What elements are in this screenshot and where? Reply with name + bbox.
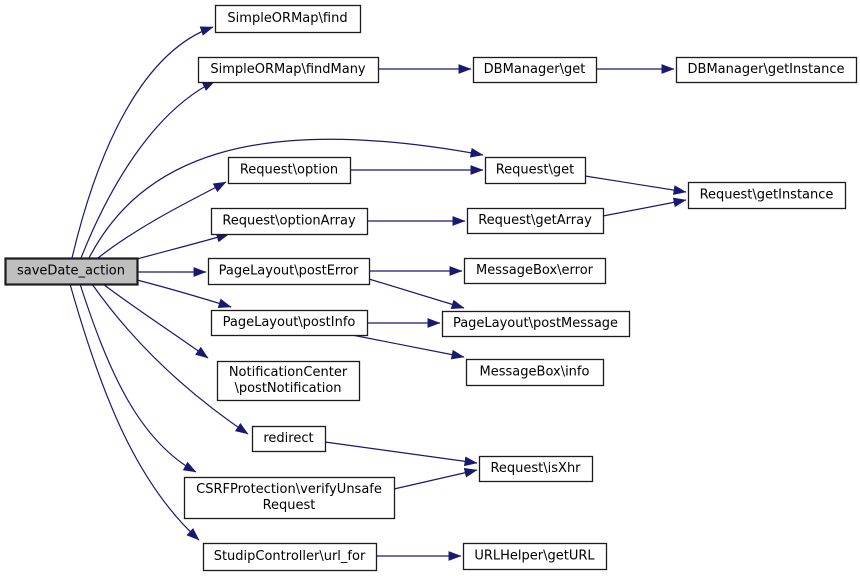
- node-Request_option[interactable]: Request\option: [227, 156, 352, 185]
- node-label: Request\isXhr: [490, 461, 581, 476]
- node-box: [216, 360, 361, 402]
- edge-CSRFProtection_verifyUnsafeRequest-to-Request_isXhr: [393, 468, 478, 490]
- node-box: [465, 358, 605, 387]
- node-DBManager_getInstance[interactable]: DBManager\getInstance: [675, 56, 858, 84]
- node-NotificationCenter_postNotification[interactable]: NotificationCenter\postNotification: [216, 360, 361, 402]
- edge-saveDate_action-to-CSRFProtection_verifyUnsafeRequest: [79, 283, 197, 473]
- node-SimpleORMap_find[interactable]: SimpleORMap\find: [214, 4, 362, 34]
- node-Request_optionArray[interactable]: Request\optionArray: [210, 207, 369, 236]
- edge-Request_getArray-to-Request_getInstance: [602, 197, 687, 217]
- node-StudipController_url_for[interactable]: StudipController\url_for: [202, 542, 378, 572]
- node-box: [210, 309, 369, 337]
- node-box: [214, 4, 362, 34]
- node-box: [441, 310, 631, 338]
- node-label: \postNotification: [234, 381, 341, 396]
- node-box-highlighted: [4, 257, 139, 286]
- node-box: [472, 56, 598, 84]
- node-label: Request\getInstance: [700, 188, 834, 203]
- node-MessageBox_error[interactable]: MessageBox\error: [463, 257, 607, 285]
- node-label: saveDate_action: [17, 264, 125, 279]
- node-box: [197, 56, 380, 84]
- edge-saveDate_action-to-redirect: [91, 283, 249, 435]
- node-Request_get[interactable]: Request\get: [484, 156, 587, 185]
- node-box: [202, 542, 378, 572]
- node-label: DBManager\getInstance: [688, 62, 845, 77]
- node-SimpleORMap_findMany[interactable]: SimpleORMap\findMany: [197, 56, 380, 84]
- edge-Request_get-to-Request_getInstance: [584, 175, 687, 195]
- node-label: NotificationCenter: [229, 365, 348, 380]
- node-box: [462, 542, 608, 571]
- edge-saveDate_action-to-SimpleORMap_find: [71, 26, 214, 259]
- node-label: URLHelper\getURL: [474, 549, 595, 564]
- nodes-layer: saveDate_action SimpleORMap\findSimpleORM…: [4, 4, 858, 572]
- node-box: [210, 207, 369, 236]
- node-redirect[interactable]: redirect: [251, 425, 327, 453]
- node-box: [463, 257, 607, 285]
- node-label: CSRFProtection\verifyUnsafe: [196, 482, 382, 497]
- node-label: DBManager\get: [484, 62, 586, 77]
- node-label: Request\get: [496, 163, 575, 178]
- edge-saveDate_action-to-Request_optionArray: [136, 232, 230, 260]
- node-label: Request\optionArray: [222, 214, 356, 229]
- node-saveDate_action[interactable]: saveDate_action: [4, 257, 139, 286]
- node-MessageBox_info[interactable]: MessageBox\info: [465, 358, 605, 387]
- node-label: PageLayout\postInfo: [223, 315, 356, 330]
- node-PageLayout_postInfo[interactable]: PageLayout\postInfo: [210, 309, 369, 337]
- node-box: [466, 207, 605, 235]
- edges-layer: [69, 26, 687, 561]
- node-DBManager_get[interactable]: DBManager\get: [472, 56, 598, 84]
- node-box: [478, 455, 594, 483]
- edge-PageLayout_postError-to-PageLayout_postMessage: [368, 278, 465, 310]
- node-PageLayout_postError[interactable]: PageLayout\postError: [207, 257, 371, 286]
- node-Request_getArray[interactable]: Request\getArray: [466, 207, 605, 235]
- node-label: redirect: [263, 431, 313, 446]
- node-label: SimpleORMap\find: [227, 11, 347, 26]
- node-label: PageLayout\postError: [219, 264, 359, 279]
- node-PageLayout_postMessage[interactable]: PageLayout\postMessage: [441, 310, 631, 338]
- edge-saveDate_action-to-PageLayout_postInfo: [136, 279, 232, 308]
- edge-saveDate_action-to-StudipController_url_for: [69, 283, 200, 541]
- edge-PageLayout_postInfo-to-MessageBox_info: [351, 334, 465, 360]
- node-label: Request\getArray: [478, 213, 592, 228]
- edge-saveDate_action-to-Request_get: [88, 138, 484, 259]
- node-box: [251, 425, 327, 453]
- node-label: Request\option: [240, 163, 338, 178]
- node-label: PageLayout\postMessage: [453, 316, 618, 331]
- edge-saveDate_action-to-SimpleORMap_findMany: [80, 80, 216, 259]
- node-box: [227, 156, 352, 185]
- edge-saveDate_action-to-Request_option: [97, 181, 227, 259]
- node-box: [687, 181, 847, 210]
- node-box: [675, 56, 858, 84]
- node-label: Request: [263, 498, 316, 513]
- node-URLHelper_getURL[interactable]: URLHelper\getURL: [462, 542, 608, 571]
- edge-saveDate_action-to-NotificationCenter_postNotification: [102, 283, 209, 359]
- node-label: SimpleORMap\findMany: [210, 62, 366, 77]
- node-Request_getInstance[interactable]: Request\getInstance: [687, 181, 847, 210]
- node-Request_isXhr[interactable]: Request\isXhr: [478, 455, 594, 483]
- node-box: [183, 476, 396, 520]
- node-box: [207, 257, 371, 286]
- edge-redirect-to-Request_isXhr: [324, 441, 478, 467]
- node-label: MessageBox\info: [480, 365, 590, 380]
- node-label: MessageBox\error: [476, 263, 594, 278]
- node-label: StudipController\url_for: [214, 549, 366, 564]
- node-box: [484, 156, 587, 185]
